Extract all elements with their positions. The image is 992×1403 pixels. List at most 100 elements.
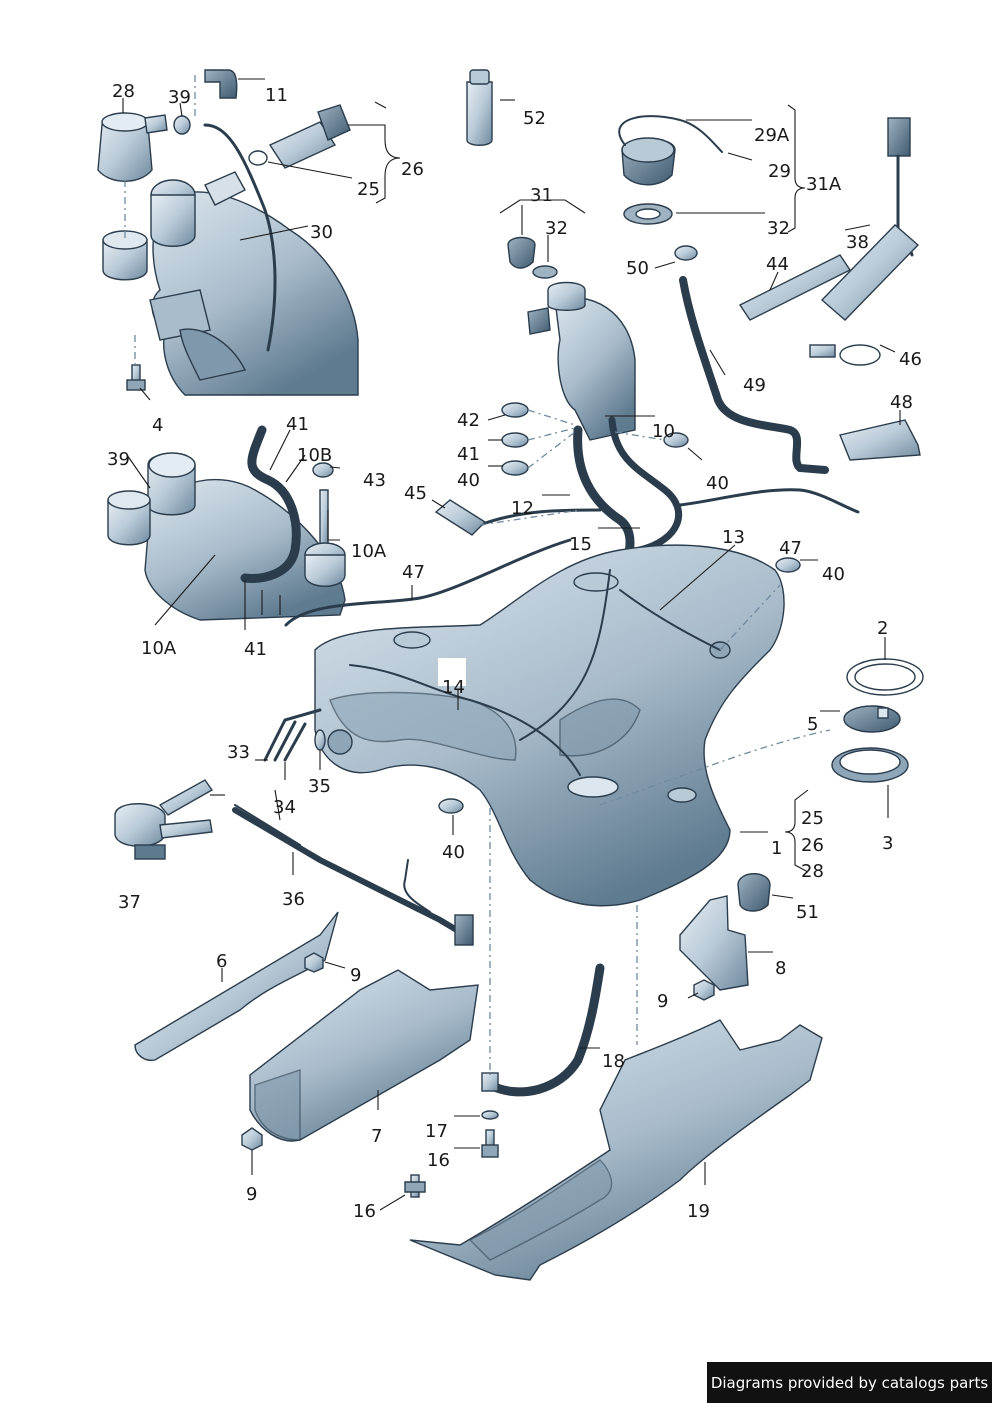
part-label-37: 37 xyxy=(118,892,141,913)
filler-neck-top xyxy=(150,171,246,247)
connector-38 xyxy=(820,117,920,321)
clamp-46 xyxy=(809,344,881,366)
line-12 xyxy=(478,508,602,527)
part-label-46: 46 xyxy=(899,349,922,370)
part-label-26-right: 26 xyxy=(801,835,824,856)
part-label-2: 2 xyxy=(877,618,888,639)
part-label-15: 15 xyxy=(569,534,592,555)
seal-3 xyxy=(831,747,909,783)
part-label-26: 26 xyxy=(401,159,424,180)
bolt-16-17 xyxy=(404,1110,499,1198)
part-label-48: 48 xyxy=(890,392,913,413)
part-label-49: 49 xyxy=(743,375,766,396)
filler-cap-housing-10a xyxy=(304,542,346,587)
part-label-50: 50 xyxy=(626,258,649,279)
part-label-28: 28 xyxy=(112,81,135,102)
part-label-1: 1 xyxy=(771,838,782,859)
label-box-14 xyxy=(438,658,466,686)
credit-banner: Diagrams provided by catalogs parts xyxy=(707,1362,992,1403)
part-label-44: 44 xyxy=(766,254,789,275)
part-label-35: 35 xyxy=(308,776,331,797)
part-label-43: 43 xyxy=(363,470,386,491)
part-label-42: 42 xyxy=(457,410,480,431)
part-label-14: 14 xyxy=(442,677,465,698)
fuel-cap-29 xyxy=(618,115,723,186)
cap-31 xyxy=(507,236,558,279)
locking-ring-2 xyxy=(846,658,924,696)
part-label-30: 30 xyxy=(310,222,333,243)
part-label-40-right: 40 xyxy=(706,473,729,494)
part-label-41: 41 xyxy=(457,444,480,465)
part-label-10a-right: 10A xyxy=(351,541,387,562)
bracket-8 xyxy=(679,895,749,991)
part-label-39: 39 xyxy=(168,87,191,108)
part-label-29: 29 xyxy=(768,161,791,182)
clip-45 xyxy=(434,499,487,536)
part-label-8: 8 xyxy=(775,958,786,979)
part-label-9-right: 9 xyxy=(657,991,668,1012)
center-lines xyxy=(124,75,831,1075)
part-label-32-mid: 32 xyxy=(545,218,568,239)
vent-tube-15 xyxy=(608,416,683,554)
valve-37 xyxy=(114,779,214,860)
bracket-48 xyxy=(839,419,921,461)
part-label-25-right: 25 xyxy=(801,808,824,829)
vent-line-13 xyxy=(678,488,860,514)
clamp-42-41-40 xyxy=(501,402,801,573)
part-label-17: 17 xyxy=(425,1121,448,1142)
part-label-19: 19 xyxy=(687,1201,710,1222)
part-label-38: 38 xyxy=(846,232,869,253)
filler-pipe-10 xyxy=(527,281,636,441)
part-label-40-far-right: 40 xyxy=(822,564,845,585)
part-label-16-right: 16 xyxy=(427,1150,450,1171)
connector-51 xyxy=(737,873,771,912)
breather-line-top xyxy=(203,123,277,352)
part-label-3: 3 xyxy=(882,833,893,854)
seal-ring-32 xyxy=(623,203,673,225)
part-label-41-bottom: 41 xyxy=(244,639,267,660)
elbow-11 xyxy=(204,69,238,99)
nut-9 xyxy=(241,952,715,1151)
fuel-tank-14 xyxy=(314,544,785,907)
part-label-11: 11 xyxy=(265,85,288,106)
part-label-7: 7 xyxy=(371,1126,382,1147)
part-label-9-lower: 9 xyxy=(246,1184,257,1205)
part-label-36: 36 xyxy=(282,889,305,910)
part-label-47: 47 xyxy=(402,562,425,583)
part-label-25: 25 xyxy=(357,179,380,200)
part-label-45: 45 xyxy=(404,483,427,504)
part-label-40: 40 xyxy=(457,470,480,491)
grommet-top xyxy=(102,230,148,281)
part-label-33: 33 xyxy=(227,742,250,763)
part-label-52: 52 xyxy=(523,108,546,129)
leader-lines xyxy=(122,78,901,1211)
bracket-44 xyxy=(738,254,852,321)
heat-shield-7 xyxy=(249,969,479,1142)
flange-5 xyxy=(843,705,901,733)
rubber-boot-28 xyxy=(97,112,168,182)
part-label-39-mid: 39 xyxy=(107,449,130,470)
part-label-10b: 10B xyxy=(297,445,332,466)
line-assembly-36 xyxy=(232,804,474,946)
part-number-labels: 28 39 11 52 26 25 30 4 29A 29 31A 32 31 … xyxy=(107,81,922,1222)
strap-18 xyxy=(481,963,605,1097)
part-label-28-right: 28 xyxy=(801,861,824,882)
breather-hose-41 xyxy=(240,425,301,583)
part-label-4: 4 xyxy=(152,415,163,436)
line-47 xyxy=(284,538,572,627)
part-label-41-mid: 41 xyxy=(286,414,309,435)
part-label-6: 6 xyxy=(216,951,227,972)
part-label-31: 31 xyxy=(530,185,553,206)
part-label-9-upper: 9 xyxy=(350,965,361,986)
part-label-51: 51 xyxy=(796,902,819,923)
part-label-13: 13 xyxy=(722,527,745,548)
container-52 xyxy=(466,69,493,146)
part-label-47-right: 47 xyxy=(779,538,802,559)
bolt-4 xyxy=(126,364,146,391)
part-label-31a: 31A xyxy=(806,174,842,195)
part-label-12: 12 xyxy=(511,498,534,519)
heat-shield-19 xyxy=(409,1019,823,1281)
part-label-10a: 10A xyxy=(141,638,177,659)
part-label-5: 5 xyxy=(807,714,818,735)
